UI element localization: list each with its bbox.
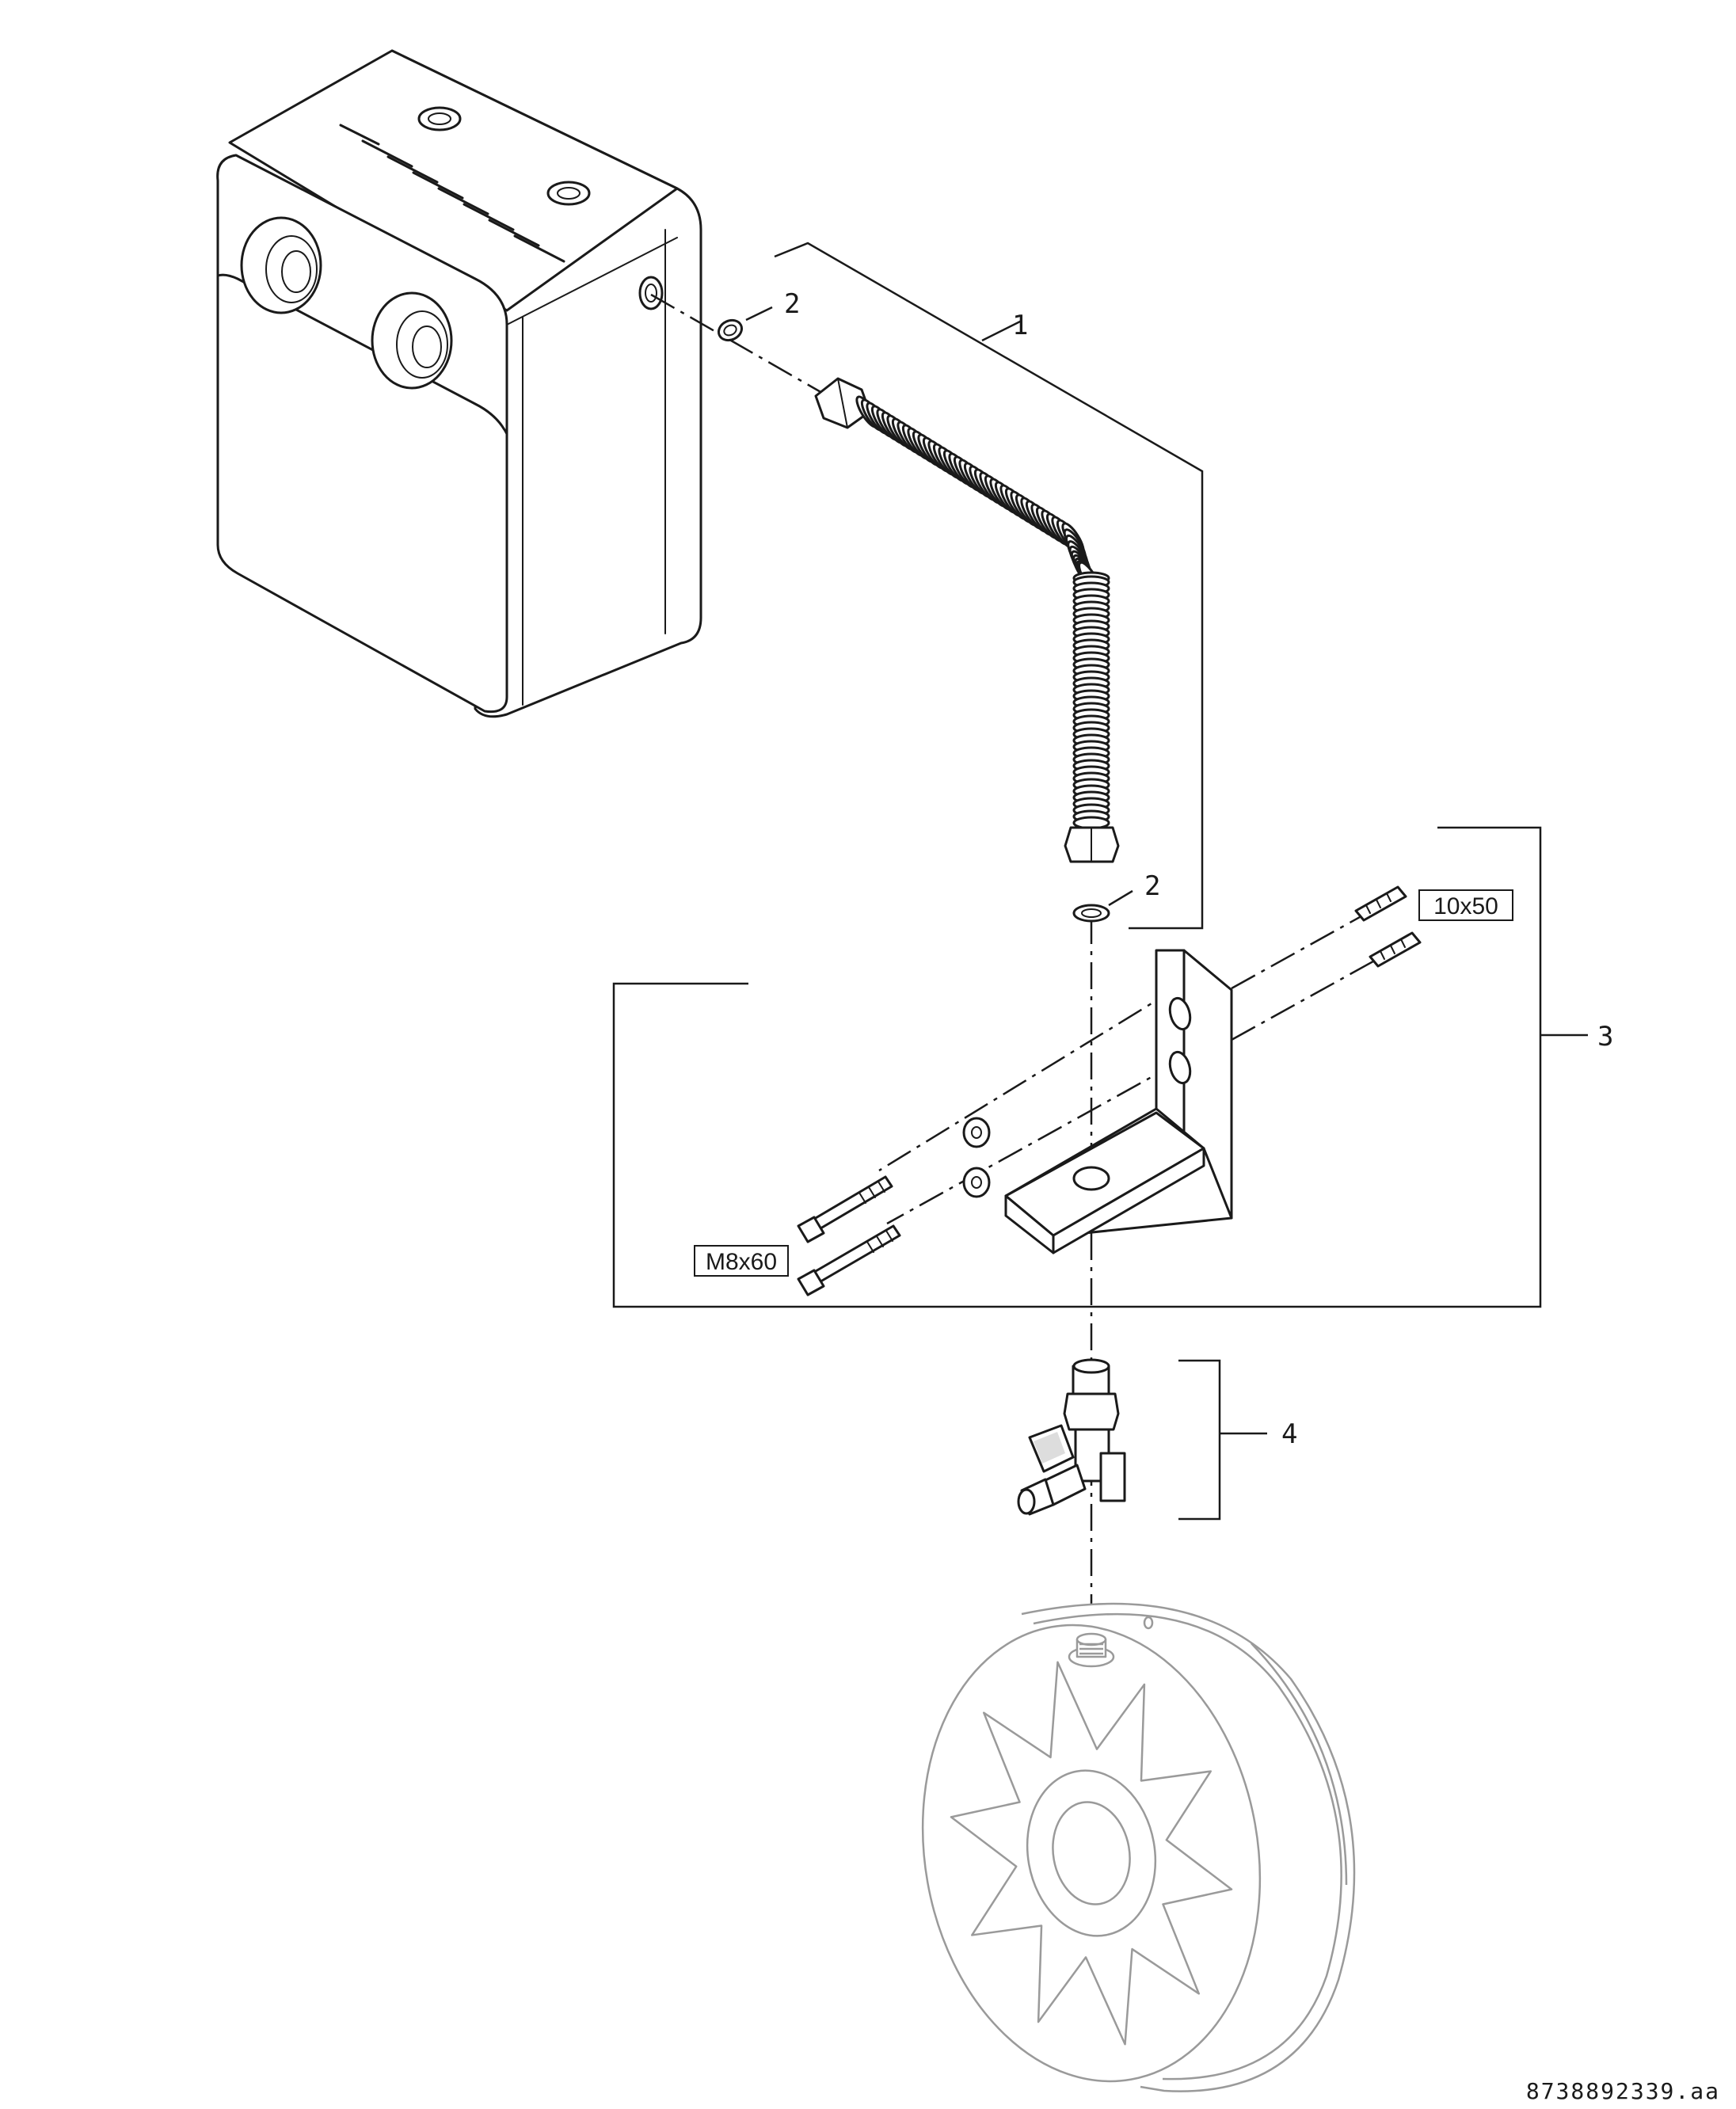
callout-1: 1	[1012, 310, 1028, 341]
top-port-right	[546, 181, 591, 206]
svg-text:10x50: 10x50	[1433, 893, 1498, 919]
wall-bracket	[1004, 949, 1233, 1254]
front-gauge-right	[371, 291, 453, 390]
wall-dowel-lower	[1369, 931, 1422, 968]
bracket-group-3	[612, 826, 1588, 1308]
callout-2-bottom: 2	[1144, 870, 1160, 902]
heat-pump-unit	[216, 49, 702, 718]
screw-lower	[797, 1224, 901, 1296]
top-port-left	[417, 106, 462, 131]
vessel-star-pattern	[950, 1661, 1233, 2046]
svg-text:M8x60: M8x60	[706, 1249, 777, 1275]
flexible-hose	[814, 377, 1120, 863]
dowel-size-label: 10x50	[1418, 889, 1513, 921]
leader-seal-bottom	[1108, 889, 1133, 907]
bracket-group-4	[1178, 1359, 1267, 1521]
top-vent-slots	[339, 124, 565, 263]
leader-seal-top	[745, 306, 773, 322]
callout-3: 3	[1597, 1021, 1613, 1053]
callout-2-top: 2	[784, 288, 800, 320]
valve	[1017, 1358, 1126, 1516]
screw-size-label: M8x60	[694, 1245, 789, 1277]
side-outlet-port	[638, 276, 664, 310]
screw-upper	[797, 1175, 893, 1243]
wall-dowel-upper	[1354, 885, 1407, 922]
vessel-connection	[1068, 1632, 1115, 1668]
seal-bottom	[1072, 904, 1110, 923]
washer-upper	[962, 1117, 991, 1148]
hose-corrugation	[855, 395, 1110, 830]
document-number: 8738892339.aa	[1526, 2078, 1720, 2104]
seal-top	[717, 318, 744, 342]
assembly-axes	[650, 293, 1387, 1631]
callout-4: 4	[1281, 1418, 1297, 1450]
expansion-vessel	[921, 1602, 1356, 2092]
washer-lower	[962, 1167, 991, 1198]
front-gauge-left	[240, 216, 322, 314]
bracket-group-1	[774, 242, 1204, 930]
